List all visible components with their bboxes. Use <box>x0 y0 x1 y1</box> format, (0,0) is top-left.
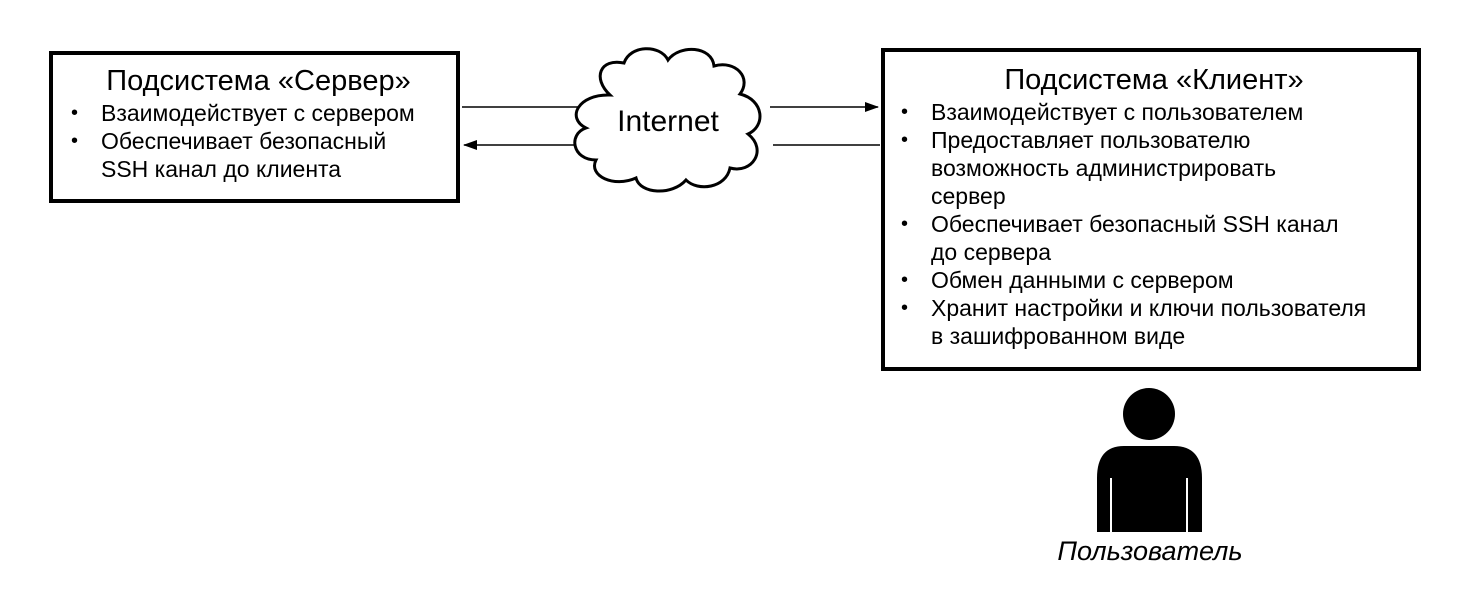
list-item-text: Взаимодействует с сервером <box>101 100 415 126</box>
list-item-text: в зашифрованном виде <box>931 323 1186 349</box>
bullet-icon: • <box>901 297 909 319</box>
server-subsystem-box: Подсистема «Сервер» • Взаимодействует с с… <box>49 51 460 203</box>
client-feature-list: • Взаимодействует с пользователем • Предост… <box>897 98 1411 350</box>
bullet-icon: • <box>901 269 909 291</box>
server-subsystem-title: Подсистема «Сервер» <box>106 65 411 97</box>
bullet-icon: • <box>71 130 79 152</box>
bullet-icon: • <box>901 213 909 235</box>
list-item-text: до сервера <box>931 239 1052 265</box>
list-item-text: возможность администрировать <box>931 155 1277 181</box>
cloud-icon <box>573 47 762 193</box>
person-icon <box>1097 388 1202 532</box>
list-item-text: Обеспечивает безопасный <box>101 128 387 154</box>
list-item-text: сервер <box>931 183 1006 209</box>
bullet-icon: • <box>71 102 79 124</box>
list-item-text: Обеспечивает безопасный SSH канал <box>931 211 1339 237</box>
client-subsystem-box: Подсистема «Клиент» • Взаимодействует с п… <box>881 48 1421 371</box>
bullet-icon: • <box>901 101 909 123</box>
list-item: • Взаимодействует с сервером <box>67 99 450 127</box>
server-feature-list: • Взаимодействует с сервером • Обеспечивает… <box>67 99 450 183</box>
list-item-text: Взаимодействует с пользователем <box>931 99 1304 125</box>
list-item-text: Предоставляет пользователю <box>931 127 1251 153</box>
list-item-text: Обмен данными с сервером <box>931 267 1234 293</box>
list-item: • Обмен данными с сервером <box>897 266 1411 294</box>
list-item: • Взаимодействует с пользователем <box>897 98 1411 126</box>
user-label: Пользователь <box>1057 536 1243 566</box>
bullet-icon: • <box>901 129 909 151</box>
internet-label: Internet <box>617 105 719 138</box>
list-item-text: Хранит настройки и ключи пользователя <box>931 295 1367 321</box>
client-subsystem-title: Подсистема «Клиент» <box>1004 64 1304 96</box>
list-item-text: SSH канал до клиента <box>101 156 342 182</box>
